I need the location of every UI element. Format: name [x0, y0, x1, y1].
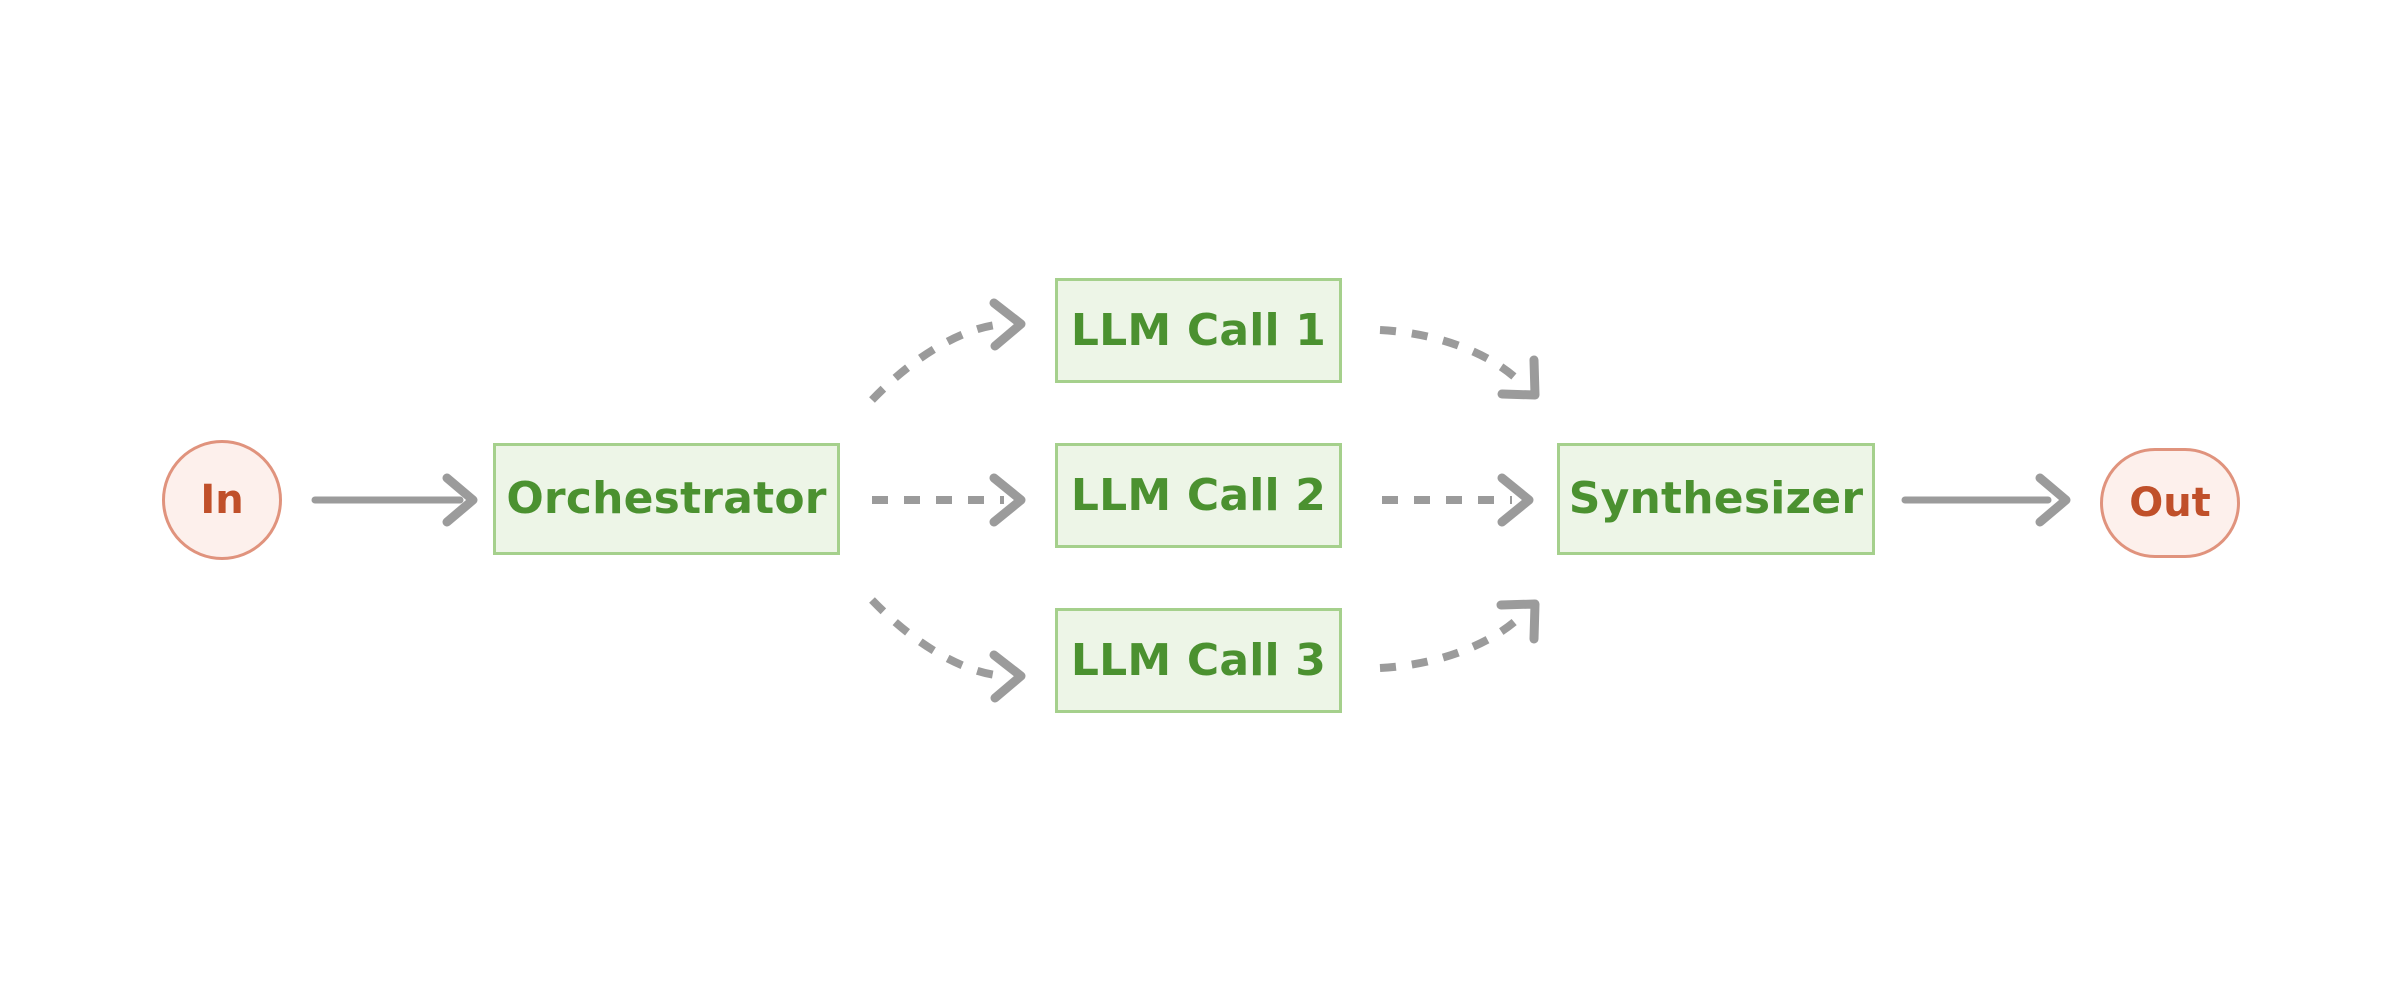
edge-orchestrator-to-llm-2 [872, 473, 1026, 527]
node-llm-call-2-label: LLM Call 2 [1070, 469, 1327, 521]
node-orchestrator-label: Orchestrator [506, 473, 827, 524]
edge-llm-2-to-synthesizer [1382, 473, 1534, 527]
node-synthesizer-label: Synthesizer [1568, 473, 1864, 524]
node-llm-call-1[interactable]: LLM Call 1 [1055, 278, 1342, 383]
node-llm-call-2[interactable]: LLM Call 2 [1055, 443, 1342, 548]
edge-orchestrator-to-llm-1 [869, 298, 1026, 403]
edge-in-to-orchestrator [311, 473, 478, 527]
node-llm-call-3[interactable]: LLM Call 3 [1055, 608, 1342, 713]
node-synthesizer[interactable]: Synthesizer [1557, 443, 1875, 555]
node-llm-call-1-label: LLM Call 1 [1070, 304, 1327, 356]
node-orchestrator[interactable]: Orchestrator [493, 443, 840, 555]
edge-orchestrator-to-llm-3 [869, 597, 1026, 703]
edge-llm-1-to-synthesizer [1379, 326, 1540, 400]
node-out-label: Out [2129, 480, 2211, 526]
node-llm-call-3-label: LLM Call 3 [1070, 634, 1327, 686]
edge-synthesizer-to-out [1901, 473, 2071, 527]
edge-llm-3-to-synthesizer [1379, 599, 1540, 672]
node-in-label: In [200, 477, 244, 523]
node-out[interactable]: Out [2100, 448, 2240, 558]
node-in[interactable]: In [162, 440, 282, 560]
